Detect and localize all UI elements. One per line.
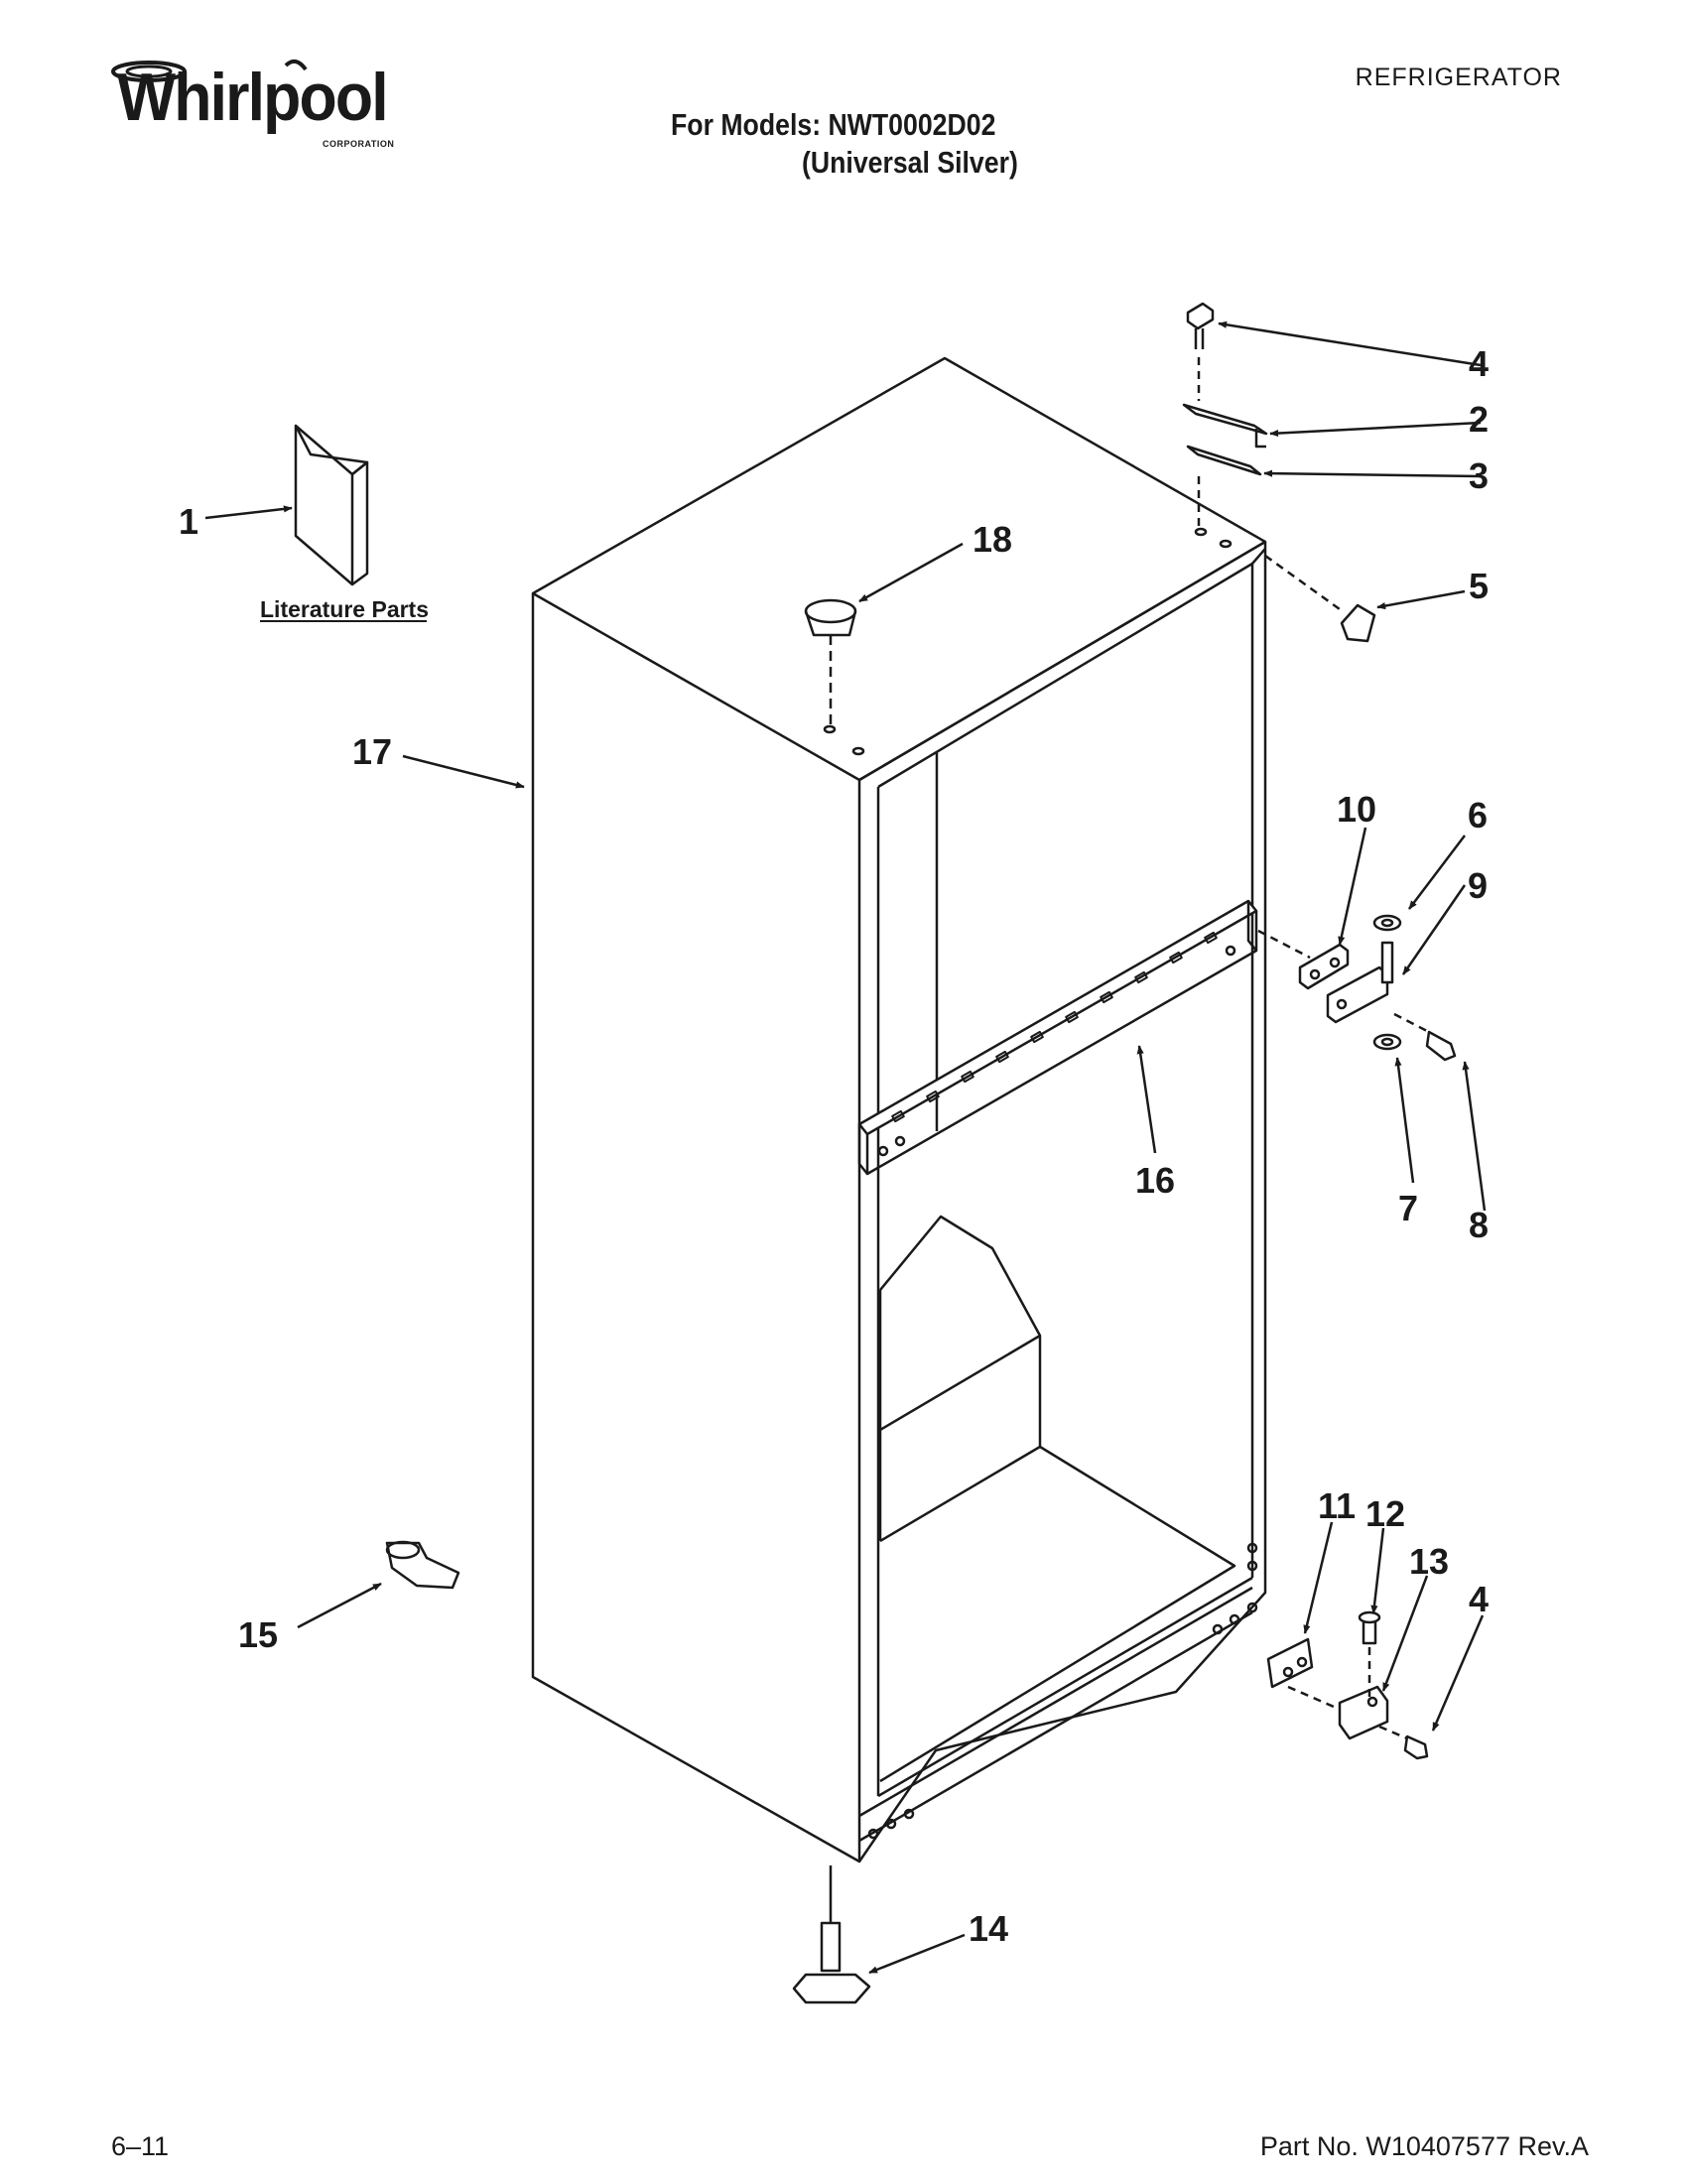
callout-1: 1 xyxy=(179,501,198,542)
callout-3: 3 xyxy=(1469,455,1489,496)
callout-5: 5 xyxy=(1469,566,1489,606)
leveling-leg xyxy=(792,1865,871,2004)
bottom-hinge-assembly xyxy=(1266,1610,1429,1760)
brand-logo: Whirlpool xyxy=(117,60,389,135)
cabinet-plug xyxy=(804,598,857,724)
callout-8: 8 xyxy=(1469,1205,1489,1245)
callout-12: 12 xyxy=(1365,1493,1405,1534)
callout-4-bottom: 4 xyxy=(1469,1579,1489,1619)
center-hinge-assembly xyxy=(1257,914,1457,1062)
callout-labels: 1 2 3 4 5 6 7 8 9 10 11 12 13 4 14 15 16… xyxy=(179,343,1489,1949)
models-line: For Models: NWT0002D02 xyxy=(671,107,996,142)
color-line: (Universal Silver) xyxy=(802,145,1018,180)
part-number: Part No. W10407577 Rev.A xyxy=(1259,2131,1589,2161)
top-hinge-assembly xyxy=(1182,302,1268,528)
callout-2: 2 xyxy=(1469,399,1489,440)
revision-date: 6–11 xyxy=(111,2131,170,2161)
brand-subtitle: CORPORATION xyxy=(323,139,395,149)
callout-9: 9 xyxy=(1468,865,1488,906)
center-divider-rail xyxy=(857,899,1258,1176)
callout-6: 6 xyxy=(1468,795,1488,835)
callout-leaders xyxy=(204,321,1487,1975)
callout-13: 13 xyxy=(1409,1541,1449,1582)
callout-4-top: 4 xyxy=(1469,343,1489,384)
cabinet-clip xyxy=(385,1540,460,1590)
literature-booklet xyxy=(294,424,369,586)
callout-18: 18 xyxy=(973,519,1012,560)
callout-11: 11 xyxy=(1318,1485,1356,1526)
hinge-cover xyxy=(1264,554,1376,643)
literature-parts-label: Literature Parts xyxy=(260,596,429,622)
callout-17: 17 xyxy=(352,731,392,772)
callout-14: 14 xyxy=(969,1908,1008,1949)
callout-7: 7 xyxy=(1398,1188,1418,1228)
callout-10: 10 xyxy=(1337,789,1376,830)
document-type: REFRIGERATOR xyxy=(1355,64,1562,91)
callout-15: 15 xyxy=(238,1614,278,1655)
callout-16: 16 xyxy=(1135,1160,1175,1201)
whirlpool-logo-swirl-icon xyxy=(111,59,308,82)
